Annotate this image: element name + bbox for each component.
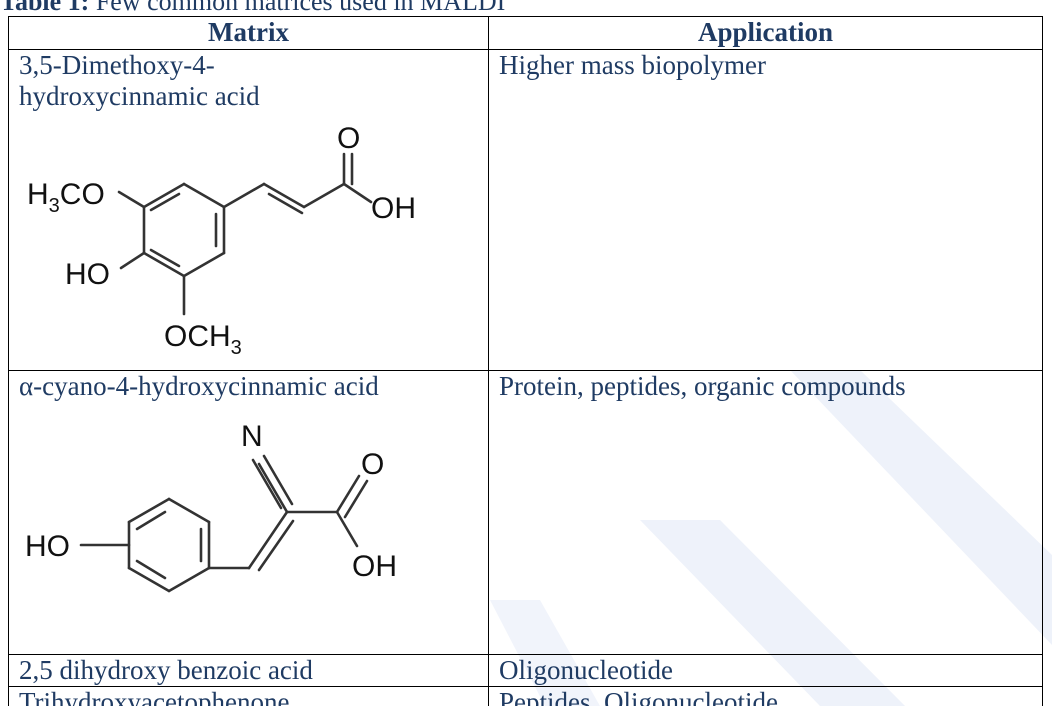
application-cell: Protein, peptides, organic compounds bbox=[488, 370, 1043, 655]
atom-o: O bbox=[337, 122, 360, 155]
matrix-cell: 3,5-Dimethoxy-4- hydroxycinnamic acid bbox=[8, 49, 489, 371]
table-row: Trihydroxyacetophenone Peptides, Oligonu… bbox=[8, 686, 1043, 706]
sinapinic-acid-structure: O OH H3CO HO OCH3 bbox=[27, 122, 416, 359]
atom-oh: OH bbox=[371, 192, 416, 225]
application-cell: Peptides, Oligonucleotide bbox=[488, 686, 1043, 706]
chca-structure: N O OH HO bbox=[25, 420, 397, 593]
application-cell: Oligonucleotide bbox=[488, 654, 1043, 687]
application-cell: Higher mass biopolymer bbox=[488, 49, 1043, 371]
table-row: 3,5-Dimethoxy-4- hydroxycinnamic acid bbox=[8, 49, 1043, 371]
table-row: α-cyano-4-hydroxycinnamic acid bbox=[8, 370, 1043, 655]
caption-text: Few common matrices used in MALDI bbox=[89, 0, 506, 16]
atom-oh: OH bbox=[352, 550, 397, 583]
matrix-name: α-cyano-4-hydroxycinnamic acid bbox=[19, 371, 379, 401]
atom-n: N bbox=[241, 420, 263, 453]
table-caption: Table 1: Few common matrices used in MAL… bbox=[0, 0, 505, 17]
atom-ho: HO bbox=[65, 258, 110, 291]
matrix-cell: α-cyano-4-hydroxycinnamic acid bbox=[8, 370, 489, 655]
matrix-name-line1: 3,5-Dimethoxy-4- bbox=[19, 50, 215, 80]
header-application: Application bbox=[488, 16, 1043, 50]
atom-h3co: H3CO bbox=[27, 178, 105, 217]
caption-label: Table 1: bbox=[0, 0, 90, 16]
matrix-name-line2: hydroxycinnamic acid bbox=[19, 81, 260, 111]
atom-ho: HO bbox=[25, 530, 70, 563]
matrix-cell: 2,5 dihydroxy benzoic acid bbox=[8, 654, 489, 687]
header-matrix: Matrix bbox=[8, 16, 489, 50]
matrix-cell: Trihydroxyacetophenone bbox=[8, 686, 489, 706]
table-row: 2,5 dihydroxy benzoic acid Oligonucleoti… bbox=[8, 654, 1043, 687]
atom-o: O bbox=[361, 448, 384, 481]
table-header-row: Matrix Application bbox=[8, 16, 1043, 50]
atom-och3: OCH3 bbox=[164, 320, 242, 359]
matrix-table: Matrix Application 3,5-Dimethoxy-4- hydr… bbox=[8, 16, 1043, 706]
